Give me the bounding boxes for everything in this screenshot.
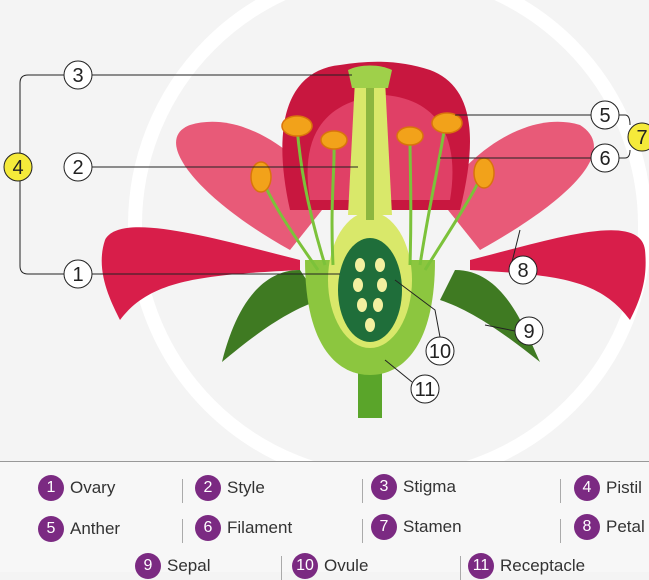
legend-item-petal: 8 Petal xyxy=(574,514,645,540)
legend-label: Sepal xyxy=(167,556,211,575)
callout-10: 10 xyxy=(425,336,455,366)
divider xyxy=(460,556,461,580)
legend-item-sepal: 9 Sepal xyxy=(135,553,210,579)
legend-badge: 1 xyxy=(38,475,64,501)
legend-badge: 11 xyxy=(468,553,494,579)
divider xyxy=(281,556,282,580)
legend-item-pistil: 4 Pistil xyxy=(574,475,642,501)
legend-label: Receptacle xyxy=(500,556,586,575)
legend-badge: 7 xyxy=(371,514,397,540)
legend-item-style: 2 Style xyxy=(195,475,265,501)
callout-2: 2 xyxy=(63,152,93,182)
legend-item-stigma: 3 Stigma xyxy=(371,474,456,500)
legend-badge: 10 xyxy=(292,553,318,579)
legend-item-anther: 5 Anther xyxy=(38,516,120,542)
ovules xyxy=(353,258,387,332)
legend-label: Pistil xyxy=(606,478,642,497)
legend-label: Ovule xyxy=(324,556,369,575)
legend-label: Anther xyxy=(70,519,121,538)
legend-badge: 2 xyxy=(195,475,221,501)
callout-11: 11 xyxy=(410,374,440,404)
callout-4: 4 xyxy=(3,152,33,182)
leader-lines xyxy=(19,74,631,383)
sepals xyxy=(222,270,540,362)
legend-item-ovule: 10 Ovule xyxy=(292,553,368,579)
stigma xyxy=(348,65,392,88)
divider xyxy=(362,519,363,543)
svg-text:2: 2 xyxy=(72,157,83,179)
callouts: 3 2 1 4 5 6 7 8 9 10 11 xyxy=(3,60,649,404)
legend-badge: 3 xyxy=(371,474,397,500)
callout-7: 7 xyxy=(627,122,649,152)
legend-badge: 8 xyxy=(574,514,600,540)
divider xyxy=(362,479,363,503)
legend-badge: 9 xyxy=(135,553,161,579)
legend-item-filament: 6 Filament xyxy=(195,515,292,541)
legend-item-ovary: 1 Ovary xyxy=(38,475,115,501)
legend-label: Stigma xyxy=(403,477,456,496)
svg-text:6: 6 xyxy=(599,148,610,170)
legend-label: Ovary xyxy=(70,478,116,497)
callout-1: 1 xyxy=(63,259,93,289)
background-circle xyxy=(128,0,649,461)
svg-text:4: 4 xyxy=(12,157,23,179)
legend-label: Filament xyxy=(227,518,293,537)
legend-label: Stamen xyxy=(403,517,462,536)
legend-item-receptacle: 11 Receptacle xyxy=(468,553,585,579)
callout-3: 3 xyxy=(63,60,93,90)
divider xyxy=(560,479,561,503)
svg-text:8: 8 xyxy=(517,260,528,282)
divider xyxy=(182,519,183,543)
svg-text:5: 5 xyxy=(599,105,610,127)
legend-item-stamen: 7 Stamen xyxy=(371,514,462,540)
svg-text:3: 3 xyxy=(72,65,83,87)
legend-label: Style xyxy=(227,478,265,497)
anthers xyxy=(250,112,495,193)
divider xyxy=(182,479,183,503)
svg-text:9: 9 xyxy=(523,321,534,343)
legend-badge: 4 xyxy=(574,475,600,501)
legend-label: Petal xyxy=(606,517,645,536)
legend-badge: 6 xyxy=(195,515,221,541)
flower-diagram: 3 2 1 4 5 6 7 8 9 10 11 xyxy=(3,0,649,461)
svg-text:11: 11 xyxy=(415,379,436,401)
callout-8: 8 xyxy=(508,255,538,285)
callout-5: 5 xyxy=(590,100,620,130)
callout-9: 9 xyxy=(514,316,544,346)
svg-text:10: 10 xyxy=(429,341,451,363)
legend-badge: 5 xyxy=(38,516,64,542)
callout-6: 6 xyxy=(590,143,620,173)
divider xyxy=(560,519,561,543)
svg-text:7: 7 xyxy=(636,127,647,149)
svg-text:1: 1 xyxy=(72,264,83,286)
